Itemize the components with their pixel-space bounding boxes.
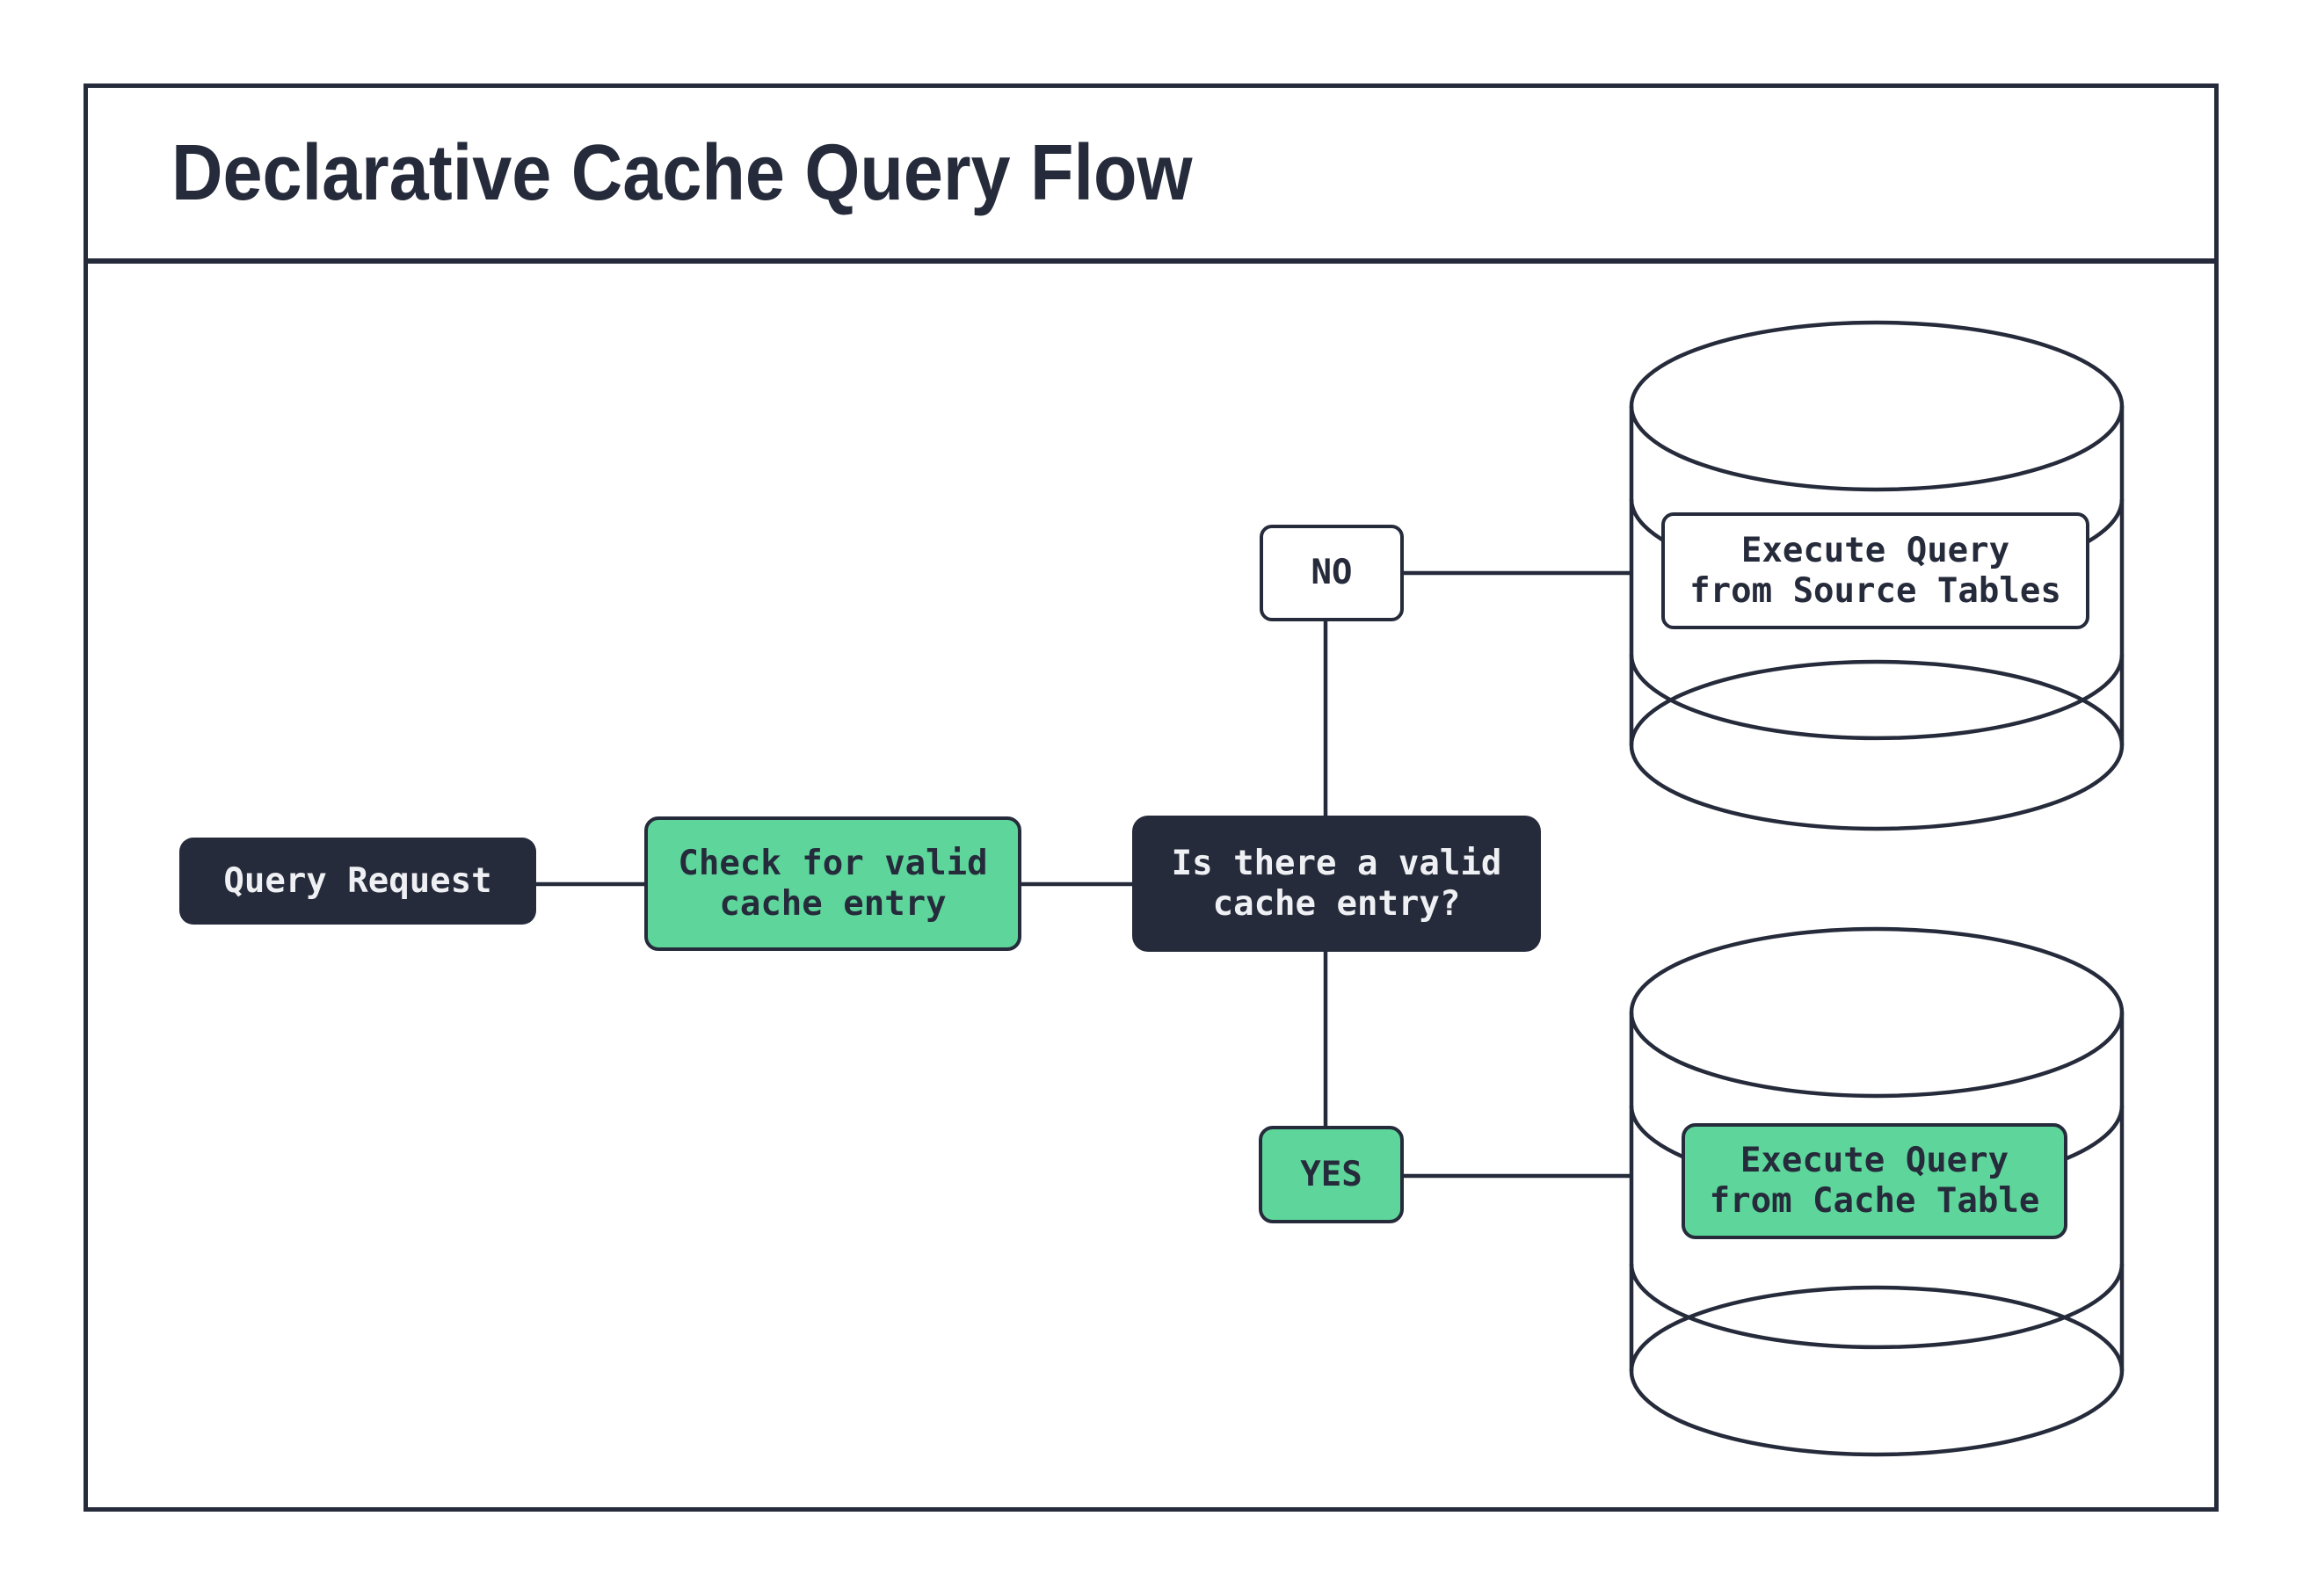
diagram-header: Declarative Cache Query Flow — [84, 83, 2219, 263]
node-execute-source-line1: Execute Query — [1740, 530, 2010, 570]
node-check-cache: Check for valid cache entry — [644, 816, 1021, 951]
node-decision-line2: cache entry? — [1212, 883, 1461, 924]
header-divider — [84, 258, 2219, 264]
node-branch-yes: YES — [1259, 1126, 1404, 1223]
node-execute-source-line2: from Source Tables — [1689, 570, 2061, 611]
database-cylinder-cache-icon — [1629, 926, 2125, 1457]
node-branch-no-label: NO — [1311, 553, 1353, 592]
node-execute-cache-line1: Execute Query — [1740, 1141, 2009, 1180]
node-execute-cache-line2: from Cache Table — [1709, 1181, 2040, 1221]
node-decision-line1: Is there a valid — [1171, 843, 1502, 883]
diagram-title: Declarative Cache Query Flow — [171, 128, 1193, 217]
node-branch-yes-label: YES — [1300, 1154, 1362, 1194]
node-branch-no: NO — [1260, 525, 1404, 621]
node-query-request: Query Request — [179, 838, 536, 925]
node-check-cache-line1: Check for valid — [678, 843, 988, 883]
node-query-request-label: Query Request — [223, 860, 492, 901]
node-check-cache-line2: cache entry — [719, 883, 947, 924]
node-execute-cache: Execute Query from Cache Table — [1682, 1123, 2067, 1239]
node-decision: Is there a valid cache entry? — [1132, 816, 1541, 952]
node-execute-source: Execute Query from Source Tables — [1661, 512, 2089, 629]
diagram-frame — [84, 83, 2219, 1512]
